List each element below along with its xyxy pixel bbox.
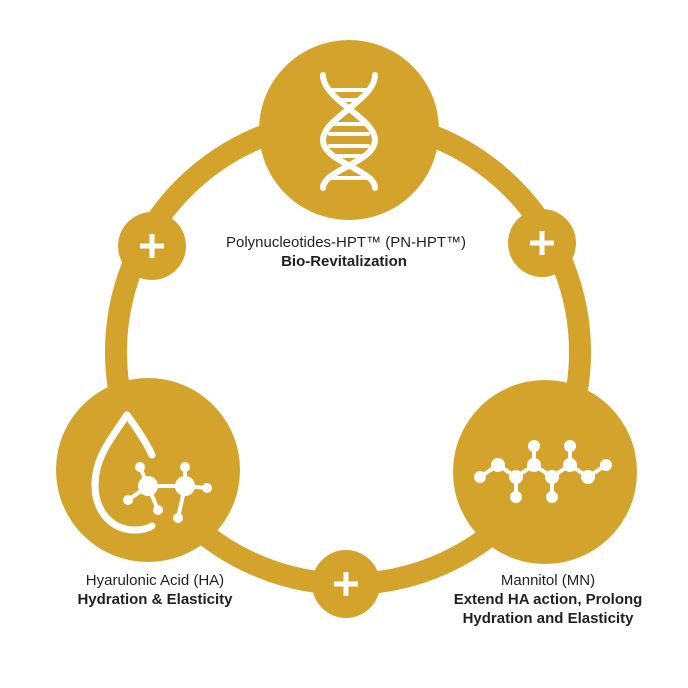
dna-icon — [319, 72, 379, 191]
node-ha — [56, 378, 240, 562]
ha-label: Hyarulonic Acid (HA) Hydration & Elastic… — [50, 571, 260, 609]
ha-name: Hyarulonic Acid (HA) — [85, 572, 225, 589]
molecule-chain-icon — [474, 440, 612, 503]
node-pn — [259, 40, 439, 220]
droplet-molecule-icon — [91, 411, 212, 534]
node-ha-circle — [56, 378, 240, 562]
mn-name: Mannitol (MN) — [500, 572, 596, 589]
pn-label: Polynucleotides-HPT™ (PN-HPT™) Bio-Revit… — [0, 233, 688, 271]
node-mn — [453, 380, 637, 564]
plus-connector-bottom — [312, 550, 380, 618]
plus-connector-right — [508, 209, 576, 277]
ha-benefit: Hydration & Elasticity — [77, 591, 233, 608]
pn-name: Polynucleotides-HPT™ (PN-HPT™) — [225, 234, 467, 251]
plus-icon — [530, 231, 554, 255]
mn-benefit: Extend HA action, Prolong Hydration and … — [453, 591, 643, 627]
plus-connector-left — [118, 212, 186, 280]
plus-icon — [334, 572, 358, 596]
mn-label: Mannitol (MN) Extend HA action, Prolong … — [438, 571, 658, 628]
plus-icon — [140, 234, 164, 258]
pn-benefit: Bio-Revitalization — [281, 253, 407, 270]
node-pn-circle — [259, 40, 439, 220]
